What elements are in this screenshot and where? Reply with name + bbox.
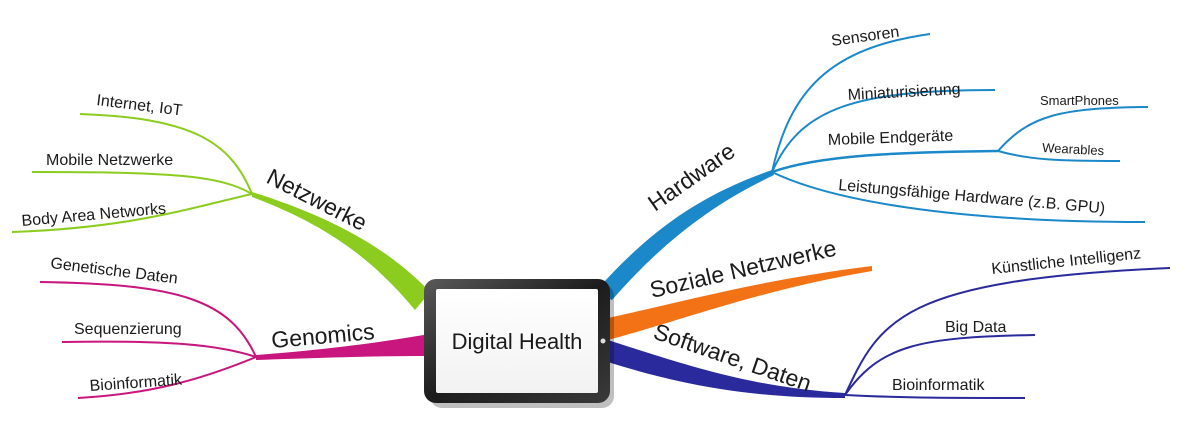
software-child-line-1: [844, 267, 1171, 396]
netzwerke-child-line-2: [31, 171, 253, 195]
branch-genomics-connector: [256, 334, 430, 360]
netzwerke-child-2: Mobile Netzwerke: [46, 152, 173, 169]
software-child-3: Bioinformatik: [892, 377, 985, 394]
hardware-grandchild-line-1: [997, 106, 1149, 152]
hardware-child-line-2: [771, 89, 996, 173]
hardware-child-line-4: [771, 171, 1146, 223]
genomics-child-line-1: [39, 281, 257, 358]
branch-software-connector: [608, 340, 845, 398]
hardware-child-2: Miniaturisierung: [847, 81, 961, 104]
tablet-screen: [436, 289, 598, 393]
genomics-child-3: Bioinformatik: [89, 372, 183, 395]
software-child-1: Künstliche Intelligenz: [991, 245, 1142, 278]
software-child-line-3: [844, 394, 1026, 399]
genomics-child-line-2: [61, 340, 257, 358]
genomics-child-2: Sequenzierung: [74, 321, 182, 338]
branch-netzwerke-connector: [252, 192, 430, 310]
branch-hardware-connector: [595, 170, 774, 300]
netzwerke-child-line-1: [79, 113, 253, 195]
hardware-child-line-3: [771, 149, 999, 174]
branch-genomics: Genomics Genetische Daten Sequenzierung …: [39, 255, 430, 399]
genomics-child-line-3: [77, 356, 257, 399]
hardware-child-4: Leistungsfähige Hardware (z.B. GPU): [838, 177, 1106, 217]
hardware-grandchild-line-2: [997, 150, 1121, 162]
branch-netzwerke: Netzwerke Internet, IoT Mobile Netzwerke…: [11, 92, 430, 310]
hardware-child-3: Mobile Endgeräte: [828, 128, 954, 149]
software-child-2: Big Data: [945, 319, 1006, 336]
hardware-grandchild-2: Wearables: [1042, 140, 1105, 158]
center-label: Digital Health: [452, 329, 583, 354]
hardware-child-1: Sensoren: [830, 24, 900, 50]
center-tablet: Digital Health: [424, 279, 614, 408]
hardware-child-line-1: [771, 33, 931, 173]
hardware-grandchild-1: SmartPhones: [1040, 93, 1119, 108]
netzwerke-child-line-3: [11, 193, 253, 233]
branch-soziale-connector: [608, 266, 872, 340]
branch-hardware-label: Hardware: [643, 138, 740, 216]
tablet-home-button: [600, 338, 606, 344]
software-child-line-2: [844, 334, 1036, 396]
